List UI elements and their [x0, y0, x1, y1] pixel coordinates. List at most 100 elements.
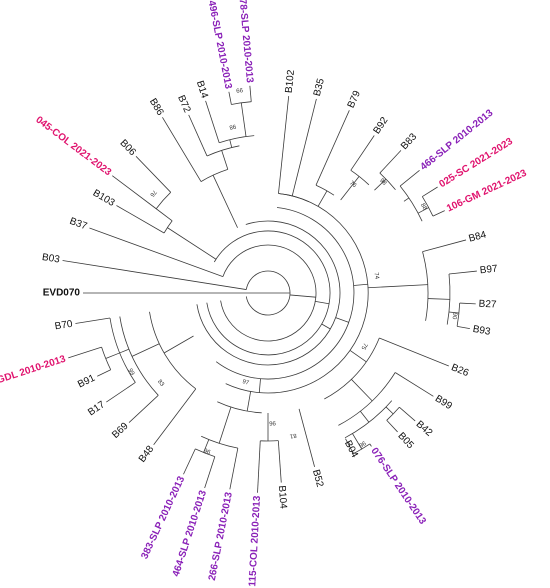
- tip-branch: [422, 186, 438, 197]
- tip-branch: [229, 448, 239, 490]
- node-stem: [203, 439, 210, 453]
- tip-label: B84: [468, 229, 488, 244]
- node-stem: [315, 300, 330, 305]
- node-stem: [119, 348, 130, 354]
- node-stem: [229, 139, 233, 148]
- tip-label: B86: [147, 97, 166, 118]
- bootstrap-label: 75: [359, 342, 368, 351]
- node-arc: [344, 400, 393, 439]
- tip-branch: [379, 337, 449, 367]
- tip-label: B48: [137, 444, 157, 465]
- tip-branch: [399, 406, 416, 422]
- node-stem: [317, 190, 328, 207]
- node-arc: [119, 316, 159, 396]
- tip-branch: [315, 110, 350, 186]
- tip-branch: [298, 408, 315, 467]
- node-arc: [379, 172, 396, 191]
- tip-label: B06: [117, 138, 138, 159]
- tip-label: B70: [54, 319, 74, 333]
- tip-label: 076-SLP 2010-2013: [368, 446, 428, 527]
- node-stem: [246, 391, 252, 412]
- node-stem: [131, 343, 160, 357]
- tip-branch: [379, 150, 402, 174]
- bootstrap-label: 98: [378, 178, 387, 187]
- tip-branch: [89, 227, 224, 277]
- bootstrap-label: 97: [242, 379, 251, 387]
- node-stem: [349, 350, 367, 363]
- tip-branch: [345, 438, 354, 454]
- node-stem: [353, 283, 368, 286]
- node-stem: [258, 378, 261, 393]
- node-arc: [206, 145, 240, 157]
- node-arc: [109, 317, 136, 383]
- tip-label: B92: [371, 115, 390, 136]
- tip-label: B69: [110, 420, 131, 440]
- tip-branch: [448, 270, 477, 275]
- node-stem: [427, 298, 450, 300]
- tip-label: B52: [310, 468, 325, 488]
- node-arc: [422, 251, 429, 321]
- tip-label: B102: [284, 69, 297, 94]
- bootstrap-label: 90: [451, 312, 458, 320]
- tip-branch: [135, 156, 172, 193]
- node-arc: [219, 135, 255, 144]
- tip-label: B97: [479, 263, 498, 276]
- bootstrap-label: 81: [289, 432, 297, 439]
- node-arc: [155, 192, 171, 209]
- tip-label: B72: [175, 94, 192, 115]
- node-stem: [221, 150, 229, 170]
- bootstrap-label: 76: [348, 180, 357, 189]
- tip-branch: [204, 456, 216, 489]
- tip-label: B26: [449, 362, 470, 379]
- node-stem: [417, 207, 429, 214]
- bootstrap-label: 74: [373, 272, 380, 280]
- tip-label: 78-SLP 2010-2013: [237, 0, 255, 84]
- bootstrap-label: 99: [235, 86, 243, 93]
- bootstrap-label: 83: [156, 379, 165, 388]
- node-stem: [351, 379, 373, 402]
- node-stem: [289, 294, 316, 298]
- tip-branch: [277, 440, 282, 483]
- bootstrap-label: 96: [268, 419, 276, 425]
- node-arc: [201, 435, 238, 449]
- tip-label: EVD070: [43, 288, 81, 299]
- node-arc: [421, 196, 434, 217]
- node-arc: [215, 207, 355, 380]
- tip-label: B37: [68, 216, 89, 233]
- node-arc: [149, 311, 197, 390]
- tip-label: B42: [414, 419, 435, 439]
- tip-branch: [162, 117, 202, 182]
- tip-branch: [116, 205, 165, 234]
- bootstrap-label: 88: [419, 203, 428, 212]
- node-stem: [163, 335, 194, 354]
- node-arc: [220, 244, 317, 342]
- node-arc: [278, 193, 369, 390]
- tip-branch: [422, 239, 467, 252]
- node-arc: [196, 220, 341, 366]
- node-stem: [385, 406, 394, 415]
- node-arc: [278, 193, 309, 202]
- tip-branch: [97, 369, 111, 377]
- tip-branch: [228, 91, 232, 105]
- node-stem: [360, 410, 370, 423]
- tip-label: B91: [76, 373, 97, 391]
- tip-label: B03: [41, 252, 61, 266]
- node-arc: [217, 401, 262, 414]
- tip-branch: [112, 175, 157, 210]
- tip-branch: [106, 382, 136, 403]
- tip-label: B79: [346, 89, 363, 110]
- tip-branch: [153, 388, 197, 445]
- tip-branch: [399, 169, 420, 187]
- node-stem: [367, 284, 428, 289]
- tip-branch: [75, 317, 111, 324]
- tip-label: B05: [395, 431, 415, 452]
- bootstrap-label: 98: [228, 123, 236, 130]
- node-stem: [374, 178, 387, 191]
- bootstrap-label: 96: [203, 448, 212, 456]
- tip-label: 266-SLP 2010-2013: [207, 491, 235, 582]
- tip-label: B103: [91, 188, 117, 209]
- tree-branches: [62, 85, 477, 493]
- node-arc: [200, 169, 228, 182]
